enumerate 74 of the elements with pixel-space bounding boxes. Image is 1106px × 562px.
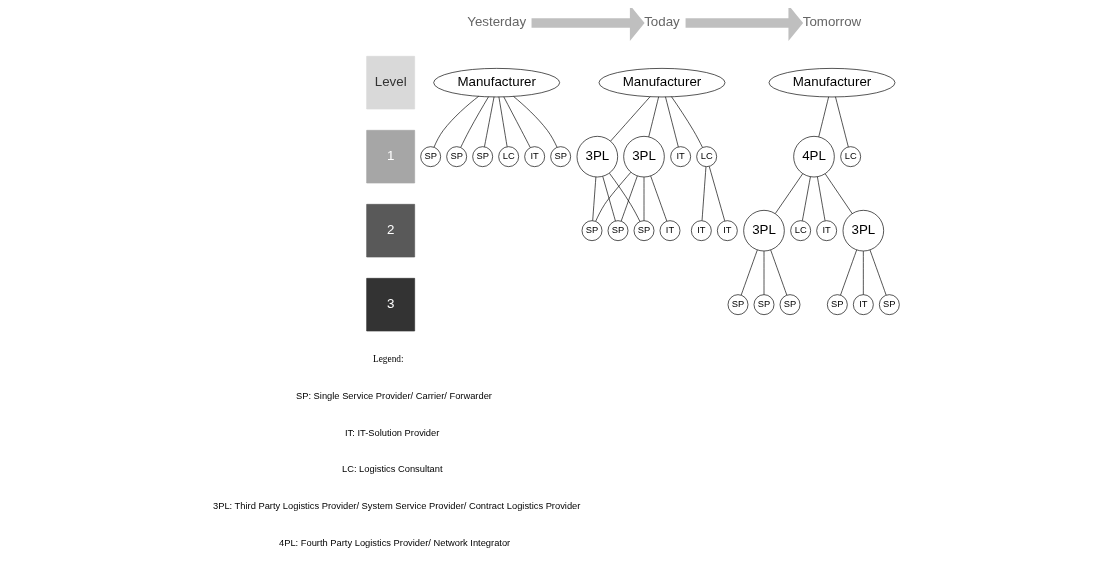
node-text: Tomorrow (802, 14, 861, 30)
connector (869, 249, 886, 296)
connector (817, 96, 829, 138)
label: Legend: (372, 354, 404, 365)
node-circle: IT (523, 146, 545, 167)
node-circle: SP (419, 146, 441, 167)
node-circle: IT (690, 220, 712, 241)
node-circle: IT (815, 220, 837, 241)
node-circle: SP (549, 146, 571, 167)
node-box: Level (365, 56, 415, 110)
label: 3PL: Third Party Logistics Provider/ System Service Provider/ Contract Logistics Provider (212, 501, 580, 512)
connector (740, 249, 758, 296)
connector (664, 96, 679, 148)
node-circle: SP (471, 146, 493, 167)
connector (824, 173, 852, 214)
connector (708, 166, 725, 222)
connector (816, 176, 825, 221)
node-circle: SP (727, 294, 748, 315)
node-circle: SP (826, 294, 848, 315)
connector (591, 176, 596, 221)
node-ellipse: Manufacturer (598, 68, 725, 98)
node-circle: SP (878, 294, 900, 315)
connector (769, 249, 787, 296)
label: IT: IT-Solution Provider (344, 427, 439, 438)
node-circle: LC (497, 146, 519, 167)
label: 4PL: Fourth Party Logistics Provider/ Network Integrator (278, 537, 510, 548)
node-circle: LC (789, 220, 811, 241)
node-text: Today (643, 14, 680, 30)
label: SP: Single Service Provider/ Carrier/ Forwarder (295, 391, 492, 402)
node-circle: 3PL (842, 210, 884, 252)
node-circle: LC (695, 146, 717, 167)
connector (801, 176, 811, 221)
node-circle: IT (659, 220, 680, 241)
node-circle: SP (445, 146, 467, 167)
connector (483, 96, 494, 148)
connector (459, 96, 489, 148)
node-circle: 3PL (622, 136, 665, 178)
connector (594, 171, 631, 222)
connector (670, 96, 703, 148)
connector (647, 96, 659, 138)
connector (433, 95, 479, 148)
arrow (531, 8, 645, 41)
node-box: 1 (365, 130, 415, 184)
connector (498, 96, 507, 148)
connector (502, 96, 531, 148)
node-circle: SP (633, 220, 654, 241)
connector (701, 166, 706, 221)
node-circle: IT (716, 220, 738, 241)
connector (512, 96, 557, 148)
connector (774, 173, 803, 214)
label: LC: Logistics Consultant (341, 464, 443, 475)
connector (649, 175, 667, 222)
node-circle: SP (779, 294, 800, 315)
node-box: 3 (365, 278, 415, 332)
node-circle: SP (753, 294, 774, 315)
node-ellipse: Manufacturer (768, 68, 895, 98)
node-circle: IT (669, 146, 691, 167)
node-text: Yesterday (466, 14, 526, 30)
connector (839, 249, 857, 296)
node-circle: IT (852, 294, 874, 315)
node-circle: SP (581, 220, 602, 241)
node-circle: LC (839, 146, 861, 167)
connector (620, 175, 638, 222)
connector (601, 176, 616, 222)
node-ellipse: Manufacturer (432, 68, 560, 98)
node-circle: 3PL (742, 210, 785, 252)
node-circle: SP (607, 220, 628, 241)
node-box: 2 (365, 204, 415, 258)
node-circle: 4PL (792, 136, 835, 178)
arrow (685, 8, 803, 41)
connector (834, 96, 849, 148)
node-circle: 3PL (576, 136, 618, 178)
connector (609, 96, 650, 142)
connector (608, 172, 640, 222)
